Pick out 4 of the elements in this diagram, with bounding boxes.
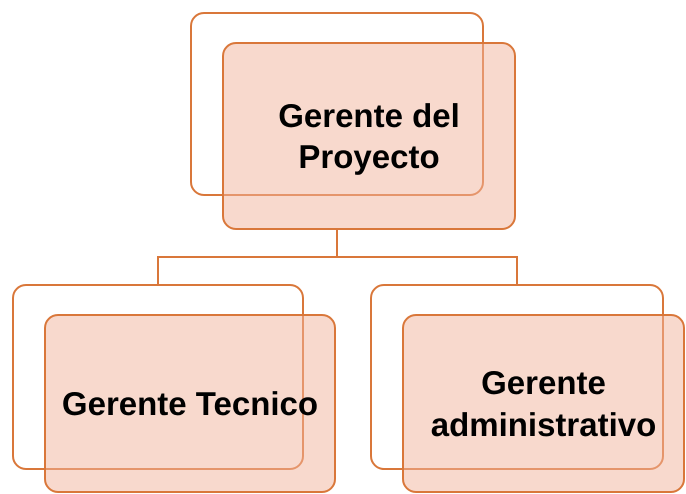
role-title: Gerente del Proyecto [277,96,461,177]
role-title: Gerente administrativo [430,363,658,444]
connector-line [336,230,518,284]
role-title: Gerente Tecnico [62,384,318,424]
